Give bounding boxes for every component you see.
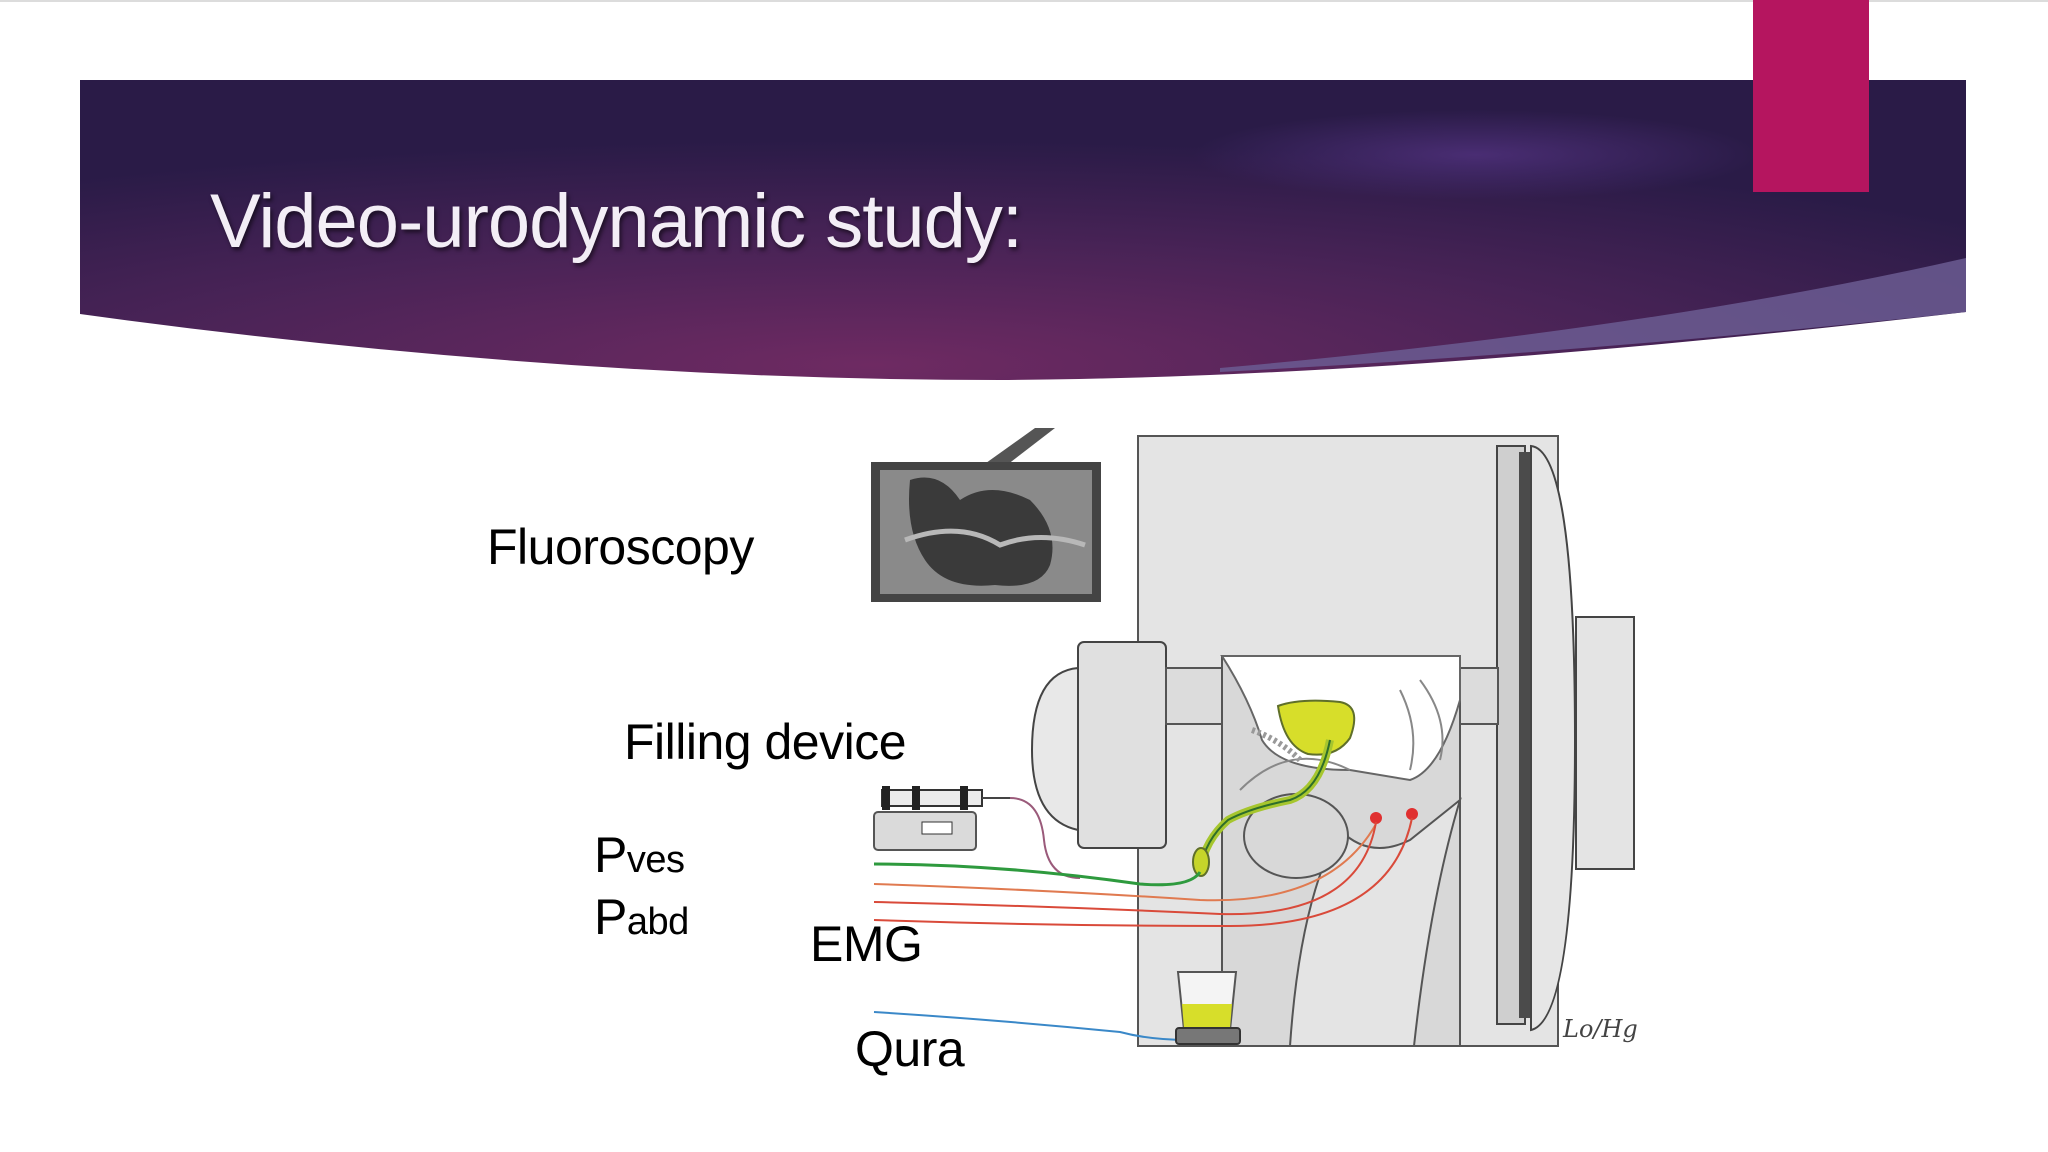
emg-electrode-2 [1406,808,1418,820]
emg-electrode-1 [1370,812,1382,824]
label-pves-sub: ves [626,839,685,881]
label-qura: Qura [855,1021,965,1077]
bladder [1276,699,1356,756]
artist-signature: Lo/Hg [1563,1015,1638,1043]
qura-line [873,1011,1189,1041]
label-fluoroscopy: Fluoroscopy [487,519,754,575]
title-banner [80,80,1966,380]
accent-tab [1753,0,1869,192]
detector-side [1575,616,1635,870]
xray-source [1077,641,1167,849]
filling-device [873,786,1010,851]
pves-line [873,862,1202,887]
emg-line-1 [873,821,1377,916]
emg-line-2 [873,817,1413,928]
detector-panel [1530,444,1577,1032]
label-pabd-main: P [594,889,627,945]
xray-tube [1030,666,1079,832]
label-emg: EMG [810,916,923,972]
uroflow-beaker [1175,971,1241,1045]
label-pves: Pves [594,826,685,884]
fluoroscopy-monitor [871,462,1101,602]
pabd-line [873,823,1377,902]
slide-title: Video-urodynamic study: [210,179,1023,264]
top-border-line [0,0,2048,2]
label-pves-main: P [594,827,627,883]
label-pabd-sub: abd [626,901,689,943]
label-filling-device: Filling device [624,714,907,770]
label-pabd: Pabd [594,888,689,946]
